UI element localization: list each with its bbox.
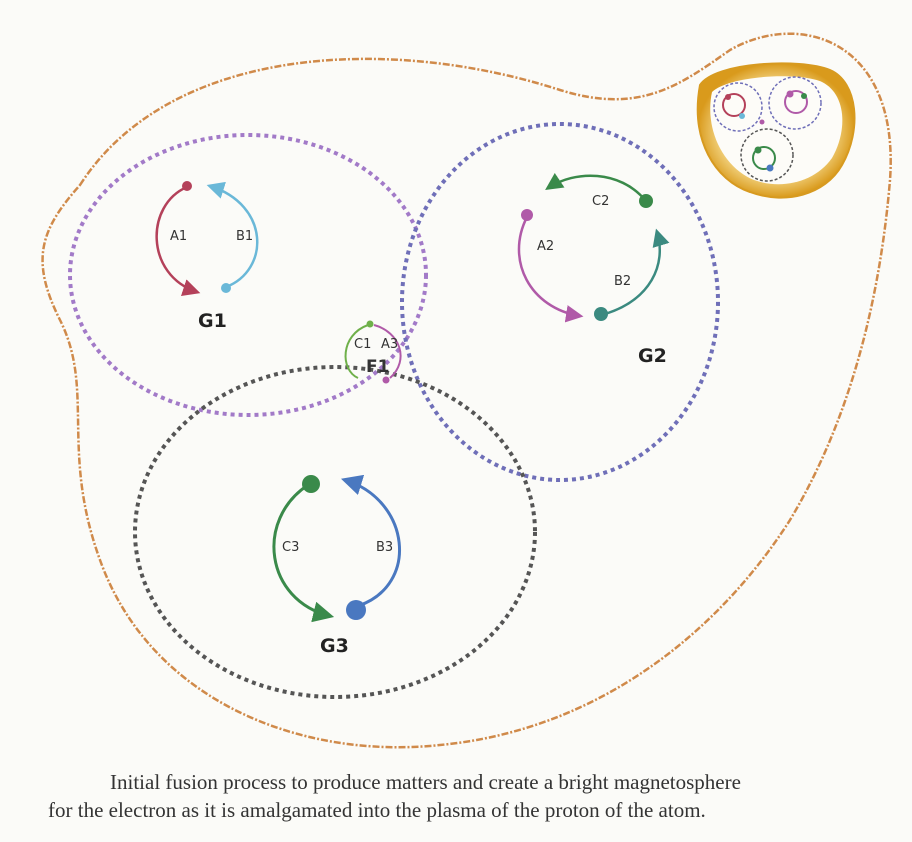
inset-dot-5 xyxy=(754,146,762,154)
node-g2-bottom xyxy=(594,307,608,321)
outer-boundary xyxy=(41,32,892,749)
inset-dot-4 xyxy=(801,93,807,99)
node-g3-top xyxy=(302,475,320,493)
inset-dot-2 xyxy=(739,113,745,119)
inset-ring-1 xyxy=(713,82,763,132)
arrow-b2 xyxy=(604,228,670,316)
label-a1: A1 xyxy=(170,229,187,244)
inset-loop-2 xyxy=(784,90,808,114)
arrow-c3 xyxy=(272,483,335,623)
g3-boundary xyxy=(133,365,537,699)
g3-group: C3 B3 G3 xyxy=(272,474,401,657)
label-g2: G2 xyxy=(638,345,667,367)
inset-ring-3 xyxy=(740,128,794,182)
inset-dot-1 xyxy=(725,94,731,100)
label-g1: G1 xyxy=(198,310,227,332)
label-b1: B1 xyxy=(236,229,253,244)
node-g2-right xyxy=(639,194,653,208)
f1-group: C1 A3 F1 xyxy=(344,320,402,384)
arrow-b1 xyxy=(206,181,259,289)
arc-c1 xyxy=(344,324,369,379)
figure-caption: Initial fusion process to produce matter… xyxy=(40,768,900,824)
caption-line-1: Initial fusion process to produce matter… xyxy=(110,770,741,794)
label-b3: B3 xyxy=(376,540,393,555)
g1-boundary xyxy=(68,133,428,417)
label-c3: C3 xyxy=(282,540,299,555)
node-g1-bottom xyxy=(221,283,231,293)
g2-boundary xyxy=(400,122,720,482)
node-g1-top xyxy=(182,181,192,191)
label-b2: B2 xyxy=(614,274,631,289)
inset-atom xyxy=(696,62,856,199)
node-g3-bottom xyxy=(346,600,366,620)
node-f1-top xyxy=(366,320,374,328)
arc-a3 xyxy=(373,324,402,379)
g2-group: C2 A2 B2 G2 xyxy=(517,172,670,367)
label-a3: A3 xyxy=(381,337,398,352)
caption-line-2: for the electron as it is amalgamated in… xyxy=(48,798,706,822)
g1-group: A1 B1 G1 xyxy=(155,181,259,332)
label-g3: G3 xyxy=(320,635,349,657)
label-f1: F1 xyxy=(366,357,389,377)
inset-dot-3 xyxy=(786,90,794,98)
label-c2: C2 xyxy=(592,194,609,209)
node-g2-left xyxy=(521,209,533,221)
node-f1-bottom xyxy=(382,376,390,384)
arrow-a1 xyxy=(155,185,201,296)
arrow-b3 xyxy=(340,474,401,608)
arrow-c2 xyxy=(545,172,646,201)
inset-loop-1 xyxy=(722,93,746,117)
inset-dot-6 xyxy=(766,164,774,172)
label-c1: C1 xyxy=(354,337,371,352)
label-a2: A2 xyxy=(537,239,554,254)
inset-dot-center xyxy=(759,119,765,125)
inset-ring-2 xyxy=(768,76,822,130)
arrow-a2 xyxy=(517,216,584,323)
inset-loop-3 xyxy=(752,146,776,170)
diagram: A1 B1 G1 C2 A2 B2 G2 C3 B3 G3 C1 A3 F1 xyxy=(41,32,892,749)
